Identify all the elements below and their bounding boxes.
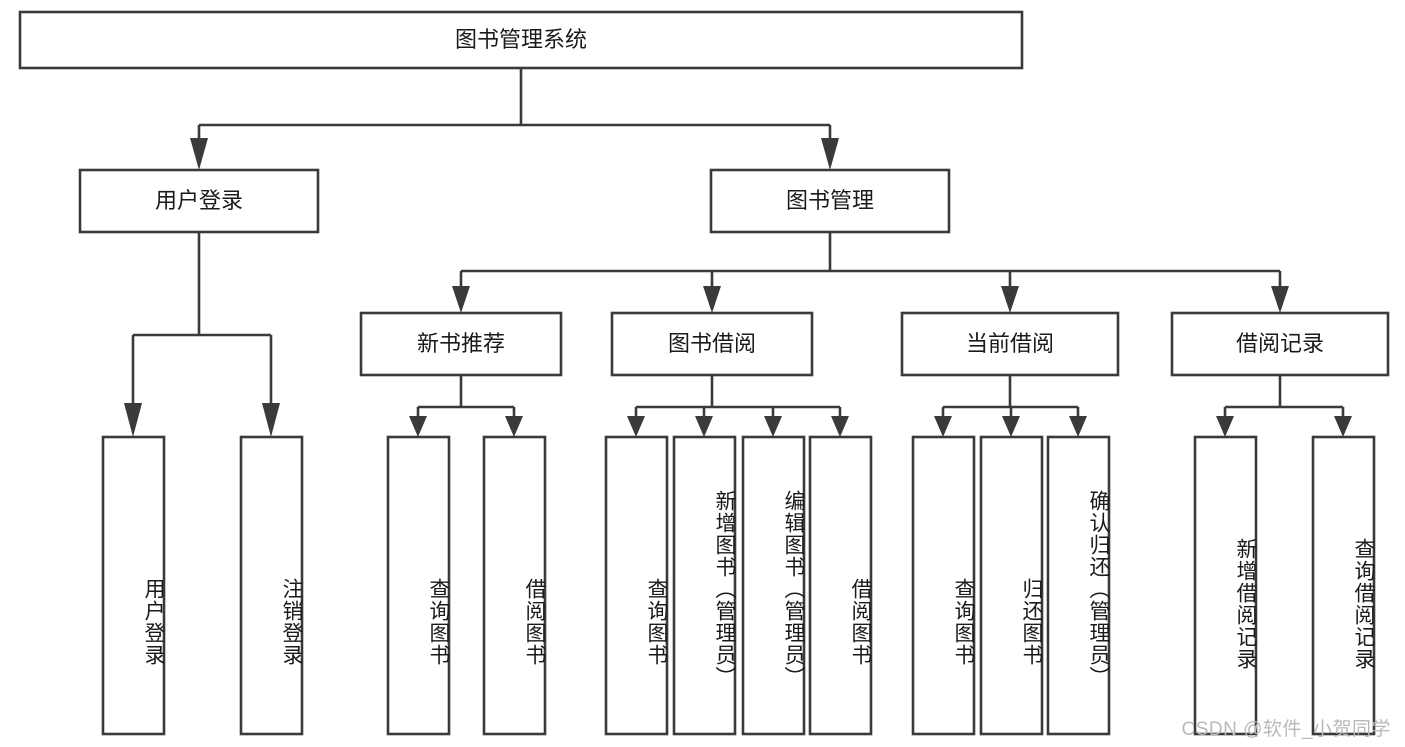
arrow-head-to-new-book	[452, 286, 470, 313]
arrow-head-to-book-mgmt	[821, 138, 839, 170]
connector-group-current-borrow	[934, 375, 1087, 437]
arrow-head-leaf-3	[409, 416, 427, 437]
arrow-head-leaf-2	[262, 403, 280, 437]
arrow-head-leaf-6	[695, 416, 713, 437]
node-box-root[interactable]	[18, 10, 1024, 70]
arrow-head-leaf-4	[505, 416, 523, 437]
node-box-leaf-12[interactable]	[1193, 435, 1258, 736]
arrow-head-to-borrow	[703, 286, 721, 313]
node-label-borrow-record: 借阅记录	[1236, 331, 1324, 356]
node-label-new-book-recommend: 新书推荐	[417, 331, 505, 356]
node-box-leaf-11[interactable]	[1046, 435, 1111, 736]
arrow-head-leaf-1	[124, 403, 142, 437]
arrow-head-to-borrow-record	[1271, 286, 1289, 313]
connector-group-new-book	[409, 375, 523, 437]
arrow-head-leaf-10	[1002, 416, 1020, 437]
node-box-book-management[interactable]	[709, 168, 951, 234]
node-box-leaf-1[interactable]	[101, 435, 166, 736]
connector-group-root	[190, 68, 839, 170]
node-label-current-borrow: 当前借阅	[966, 331, 1054, 356]
arrow-head-leaf-7	[764, 416, 782, 437]
node-label-book-management: 图书管理	[786, 188, 874, 213]
node-box-new-book-recommend[interactable]	[359, 311, 563, 377]
arrow-head-leaf-9	[934, 416, 952, 437]
node-box-leaf-5[interactable]	[604, 435, 669, 736]
arrow-head-leaf-13	[1334, 416, 1352, 437]
arrow-head-leaf-5	[627, 416, 645, 437]
arrow-head-to-user-login	[190, 138, 208, 170]
arrow-head-leaf-8	[831, 416, 849, 437]
node-box-leaf-6[interactable]	[672, 435, 737, 736]
node-box-leaf-3[interactable]	[386, 435, 451, 736]
node-box-leaf-7[interactable]	[741, 435, 806, 736]
node-box-leaf-13[interactable]	[1311, 435, 1376, 736]
node-box-leaf-2[interactable]	[239, 435, 304, 736]
arrow-head-to-current-borrow	[1001, 286, 1019, 313]
node-box-borrow-record[interactable]	[1170, 311, 1390, 377]
node-box-user-login[interactable]	[78, 168, 320, 234]
node-label-book-borrow: 图书借阅	[668, 331, 756, 356]
connector-group-borrow	[627, 375, 849, 437]
node-box-current-borrow[interactable]	[900, 311, 1120, 377]
node-box-book-borrow[interactable]	[610, 311, 814, 377]
watermark: CSDN @软件_小贺同学	[1181, 719, 1391, 740]
connector-group-book-mgmt	[452, 232, 1289, 313]
node-box-leaf-10[interactable]	[979, 435, 1044, 736]
connector-group-borrow-record	[1216, 375, 1352, 437]
arrow-head-leaf-11	[1069, 416, 1087, 437]
node-label-root: 图书管理系统	[455, 27, 587, 52]
arrow-head-leaf-12	[1216, 416, 1234, 437]
node-box-leaf-8[interactable]	[808, 435, 873, 736]
connector-group-user-login	[124, 232, 280, 437]
node-box-leaf-9[interactable]	[911, 435, 976, 736]
node-box-leaf-4[interactable]	[482, 435, 547, 736]
node-label-user-login: 用户登录	[155, 188, 243, 213]
